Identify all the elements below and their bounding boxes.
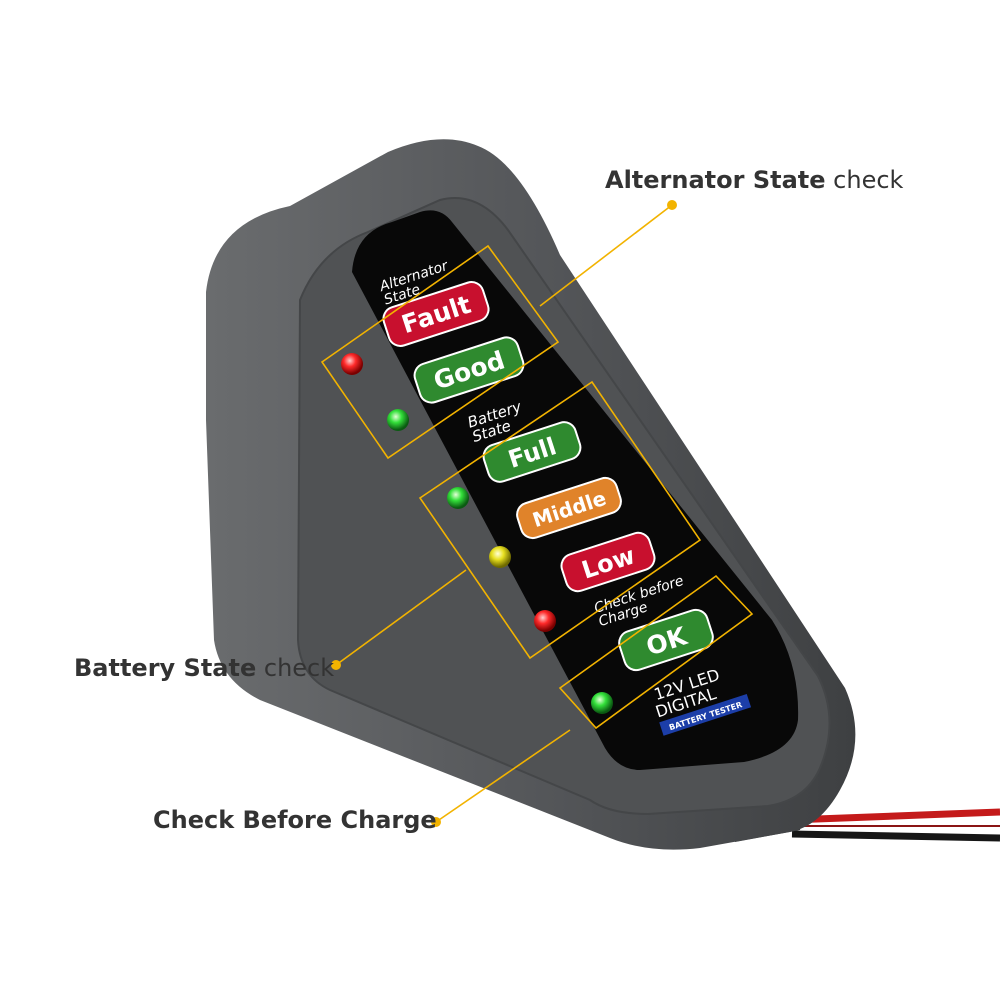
battery-callout-box	[418, 380, 702, 660]
battery-callout-bold: Battery State	[74, 654, 257, 682]
alternator-leader	[539, 204, 673, 307]
alternator-callout: Alternator State check	[605, 166, 903, 194]
battery-callout-rest: check	[256, 654, 335, 682]
battery-callout: Battery State check	[74, 654, 334, 682]
battery-dot	[331, 660, 341, 670]
full-label: Full	[482, 421, 582, 483]
led-battery-low	[534, 610, 556, 632]
callout-leaders	[335, 204, 673, 823]
ok-label: OK	[618, 608, 714, 672]
alternator-dot	[667, 200, 677, 210]
callout-boxes	[320, 244, 754, 730]
cable	[789, 808, 1000, 842]
led-battery-middle	[489, 546, 511, 568]
charge-callout-box	[558, 574, 754, 730]
alternator-callout-bold: Alternator State	[605, 166, 826, 194]
led-indicators	[341, 353, 613, 714]
charge-callout: Check Before Charge	[153, 806, 437, 834]
led-alternator-fault	[341, 353, 363, 375]
led-alternator-good	[387, 409, 409, 431]
alternator-callout-rest: check	[825, 166, 904, 194]
brand-badge	[659, 693, 752, 736]
charge-dot	[431, 817, 441, 827]
callout-dots	[331, 200, 677, 827]
battery-leader	[335, 569, 467, 666]
charge-callout-text: Check Before Charge	[153, 806, 437, 834]
alternator-callout-box	[320, 244, 560, 460]
led-charge-ok	[591, 692, 613, 714]
led-battery-full	[447, 487, 469, 509]
charge-leader	[435, 729, 571, 823]
